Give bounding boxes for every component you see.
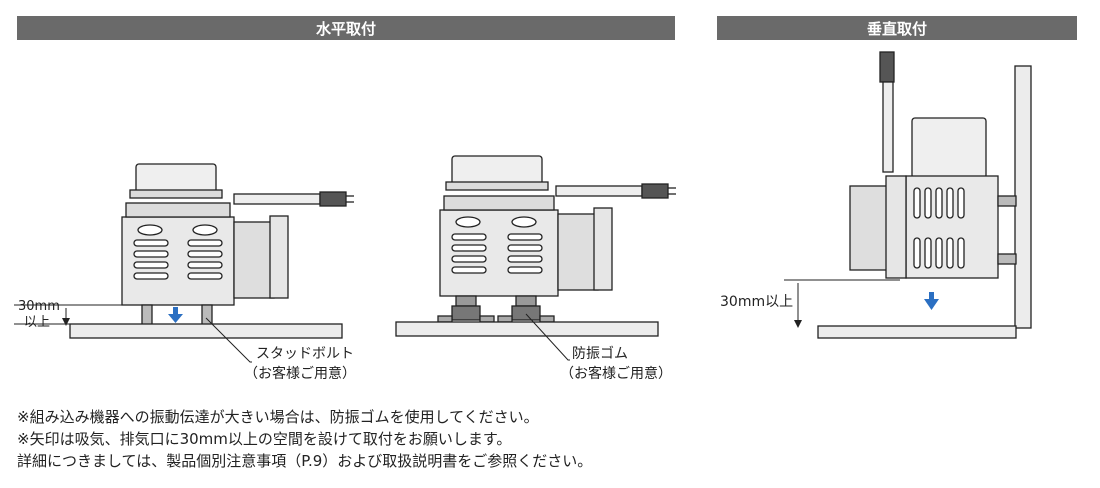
notes-block: ※組み込み機器への振動伝達が大きい場合は、防振ゴムを使用してください。 ※矢印は…: [17, 406, 592, 472]
airflow-arrow-icon: [924, 292, 939, 310]
pump-horizontal-rubber: [437, 155, 676, 323]
clearance-value: 30mm: [18, 299, 60, 314]
stud-bolt-label: スタッドボルト: [256, 346, 354, 362]
note-line-2: ※矢印は吸気、排気口に30mm以上の空間を設けて取付をお願いします。: [17, 430, 512, 448]
note-line-3: 詳細につきましては、製品個別注意事項（P.9）および取扱説明書をご参照ください。: [17, 452, 593, 470]
note-line-1: ※組み込み機器への振動伝達が大きい場合は、防振ゴムを使用してください。: [17, 408, 539, 426]
rubber-leader-line: [525, 313, 570, 361]
vertical-clearance-label: 30mm以上: [720, 294, 793, 310]
rubber-sub: （お客様ご用意）: [560, 365, 672, 382]
base-plate-horizontal-1: [69, 323, 343, 339]
base-plate-horizontal-2: [395, 321, 659, 337]
vertical-mount-title: 垂直取付: [866, 19, 927, 38]
stud-bolt-sub: （お客様ご用意）: [244, 365, 356, 382]
horizontal-mount-header: 水平取付: [17, 16, 675, 40]
base-plate-vertical: [817, 325, 1017, 339]
vertical-mount-header: 垂直取付: [717, 16, 1077, 40]
clearance-suffix: 以上: [24, 315, 50, 330]
clearance-dimension-vertical: [784, 279, 900, 328]
clearance-dimension-horizontal: [14, 304, 138, 326]
pump-vertical: [849, 51, 1032, 329]
pump-horizontal-stud: [121, 163, 354, 326]
rubber-label: 防振ゴム: [572, 345, 628, 362]
airflow-arrow-icon: [168, 307, 183, 323]
horizontal-mount-title: 水平取付: [315, 19, 376, 38]
stud-leader-line: [205, 317, 252, 363]
